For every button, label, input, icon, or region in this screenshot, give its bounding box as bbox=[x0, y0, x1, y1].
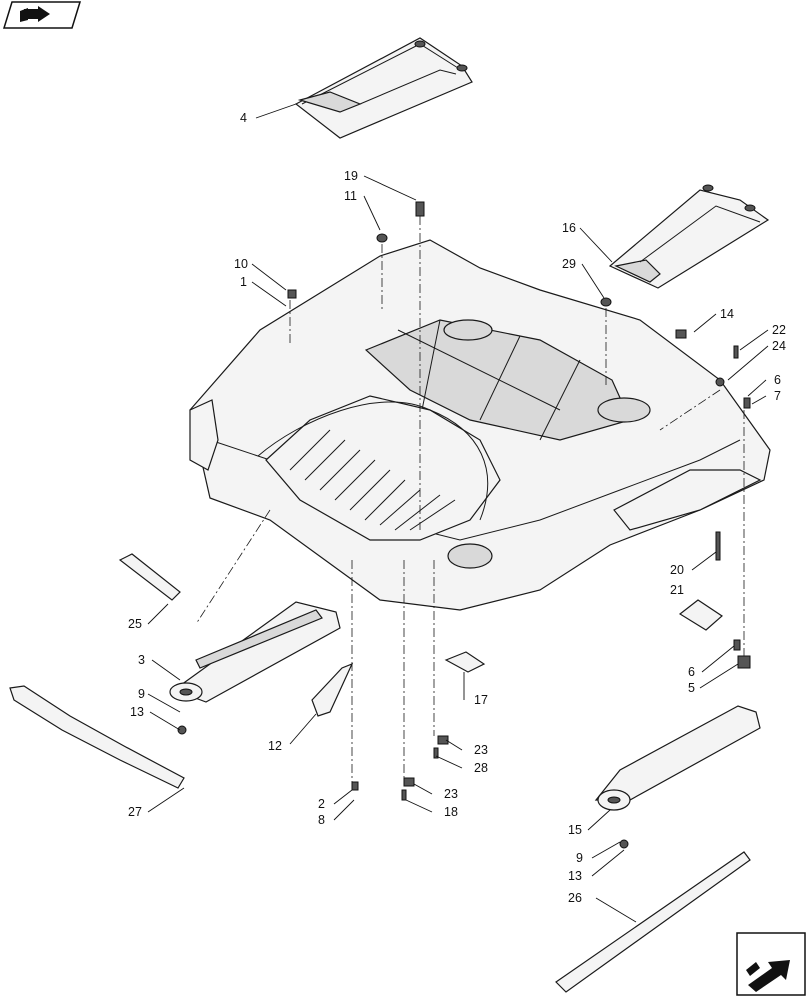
callout-18: 18 bbox=[444, 805, 458, 819]
part-21-plate bbox=[678, 599, 723, 631]
callout-20: 20 bbox=[670, 563, 684, 577]
callout-21: 21 bbox=[670, 583, 684, 597]
callout-6a: 6 bbox=[774, 373, 781, 387]
callout-6b: 6 bbox=[688, 665, 695, 679]
callout-2: 2 bbox=[318, 797, 325, 811]
part-26-trim-bar bbox=[555, 851, 751, 993]
callout-9a: 9 bbox=[138, 687, 145, 701]
callout-27: 27 bbox=[128, 805, 142, 819]
callout-16: 16 bbox=[562, 221, 576, 235]
callout-25: 25 bbox=[128, 617, 142, 631]
hardware-fasteners bbox=[177, 201, 751, 849]
callout-8: 8 bbox=[318, 813, 325, 827]
next-page-arrow-icon[interactable] bbox=[736, 932, 806, 996]
part-3-air-duct bbox=[169, 601, 341, 703]
part-25-seal-strip bbox=[118, 553, 181, 601]
part-4-top-cover bbox=[294, 37, 473, 139]
book-arrow-icon[interactable] bbox=[2, 1, 82, 29]
callout-1: 1 bbox=[240, 275, 247, 289]
part-15-air-duct bbox=[594, 705, 761, 811]
part-12-bracket bbox=[311, 662, 354, 717]
callout-14: 14 bbox=[720, 307, 734, 321]
part-16-side-cover bbox=[608, 184, 770, 289]
callout-29: 29 bbox=[562, 257, 576, 271]
callout-9b: 9 bbox=[576, 851, 583, 865]
callout-labels: 4 19 11 16 10 1 29 14 22 24 6 7 20 21 25… bbox=[128, 111, 786, 905]
callout-12: 12 bbox=[268, 739, 282, 753]
callout-4: 4 bbox=[240, 111, 247, 125]
callout-7: 7 bbox=[774, 389, 781, 403]
callout-11: 11 bbox=[344, 189, 357, 203]
callout-28: 28 bbox=[474, 761, 488, 775]
callout-24: 24 bbox=[772, 339, 786, 353]
callout-23b: 23 bbox=[444, 787, 458, 801]
callout-10: 10 bbox=[234, 257, 248, 271]
part-17-grommet bbox=[444, 651, 486, 673]
callout-26: 26 bbox=[568, 891, 582, 905]
callout-17: 17 bbox=[474, 693, 488, 707]
part-27-trim-strip bbox=[9, 685, 185, 789]
callout-19: 19 bbox=[344, 169, 358, 183]
callout-23a: 23 bbox=[474, 743, 488, 757]
assembly-centre-lines bbox=[195, 216, 745, 782]
callout-3: 3 bbox=[138, 653, 145, 667]
callout-5: 5 bbox=[688, 681, 695, 695]
callout-13b: 13 bbox=[568, 869, 582, 883]
callout-22: 22 bbox=[772, 323, 786, 337]
main-floor-body bbox=[189, 239, 771, 611]
callout-15: 15 bbox=[568, 823, 582, 837]
leader-lines bbox=[147, 103, 769, 923]
callout-13a: 13 bbox=[130, 705, 144, 719]
